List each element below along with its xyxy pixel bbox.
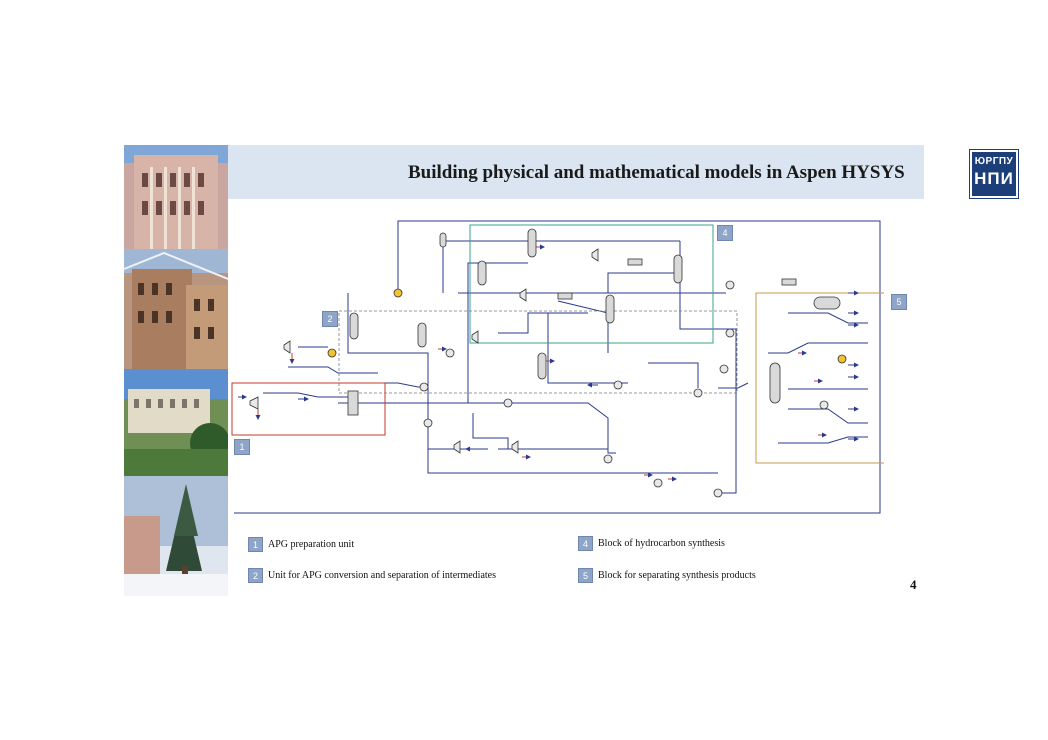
heater-11 — [445, 348, 455, 358]
heater-13 — [653, 478, 663, 488]
block-2-outline — [338, 310, 738, 394]
heater-2 — [503, 398, 513, 408]
block-marker-1: 1 — [234, 439, 250, 455]
photo-building-winter — [124, 249, 228, 369]
column-vessel-5 — [527, 228, 537, 258]
compressor-4 — [511, 440, 519, 454]
slide: Building physical and mathematical model… — [124, 145, 1019, 596]
column-vessel-6 — [605, 294, 615, 324]
column-vessel-7 — [673, 254, 683, 284]
column-vessel-2 — [417, 322, 427, 348]
block-1-outline — [231, 382, 386, 436]
heater-10 — [693, 388, 703, 398]
legend-item-1: 1 APG preparation unit — [248, 537, 354, 552]
compressor-5 — [453, 440, 461, 454]
legend-label: Block for separating synthesis products — [598, 570, 756, 581]
compressor-6 — [283, 340, 291, 354]
block-marker-5: 5 — [891, 294, 907, 310]
slide-title: Building physical and mathematical model… — [408, 162, 905, 183]
heat-exchanger-1 — [347, 390, 359, 416]
column-vessel-4 — [477, 260, 487, 286]
legend-label: Block of hydrocarbon synthesis — [598, 538, 725, 549]
photo-building-facade — [124, 145, 228, 249]
block-4-outline — [469, 224, 714, 344]
heater-5 — [713, 488, 723, 498]
page-number: 4 — [910, 577, 917, 592]
hysys-process-flowsheet: 1 2 4 5 — [228, 213, 907, 518]
legend-item-2: 2 Unit for APG conversion and separation… — [248, 568, 496, 583]
legend-number: 4 — [578, 536, 593, 551]
heater-3 — [423, 418, 433, 428]
column-vessel-3 — [439, 232, 447, 248]
compressor-3 — [591, 248, 599, 262]
legend-number: 2 — [248, 568, 263, 583]
university-logo: ЮРГПУ НПИ — [969, 149, 1019, 199]
distillation-column — [769, 362, 781, 404]
heater-6 — [819, 400, 829, 410]
logo-line-1: ЮРГПУ — [974, 156, 1014, 167]
legend-label: Unit for APG conversion and separation o… — [268, 570, 496, 581]
logo-line-2: НПИ — [974, 169, 1014, 188]
cooler-2 — [557, 292, 573, 300]
heater-9 — [725, 280, 735, 290]
legend-item-4: 4 Block of hydrocarbon synthesis — [578, 536, 725, 551]
compressor-7 — [471, 330, 479, 344]
mixer-2 — [327, 348, 337, 358]
compressor-1 — [249, 396, 259, 410]
heater-8 — [725, 328, 735, 338]
heater-7 — [719, 364, 729, 374]
legend-number: 5 — [578, 568, 593, 583]
mixer-1 — [393, 288, 403, 298]
cooler-3 — [781, 278, 797, 286]
legend-item-5: 5 Block for separating synthesis product… — [578, 568, 756, 583]
heater-12 — [613, 380, 623, 390]
heater-1 — [419, 382, 429, 392]
title-bar: Building physical and mathematical model… — [228, 145, 1019, 199]
separator-drum — [813, 296, 841, 310]
photo-campus-snow — [124, 476, 228, 596]
mixer-3 — [837, 354, 847, 364]
photo-building-park — [124, 369, 228, 476]
block-marker-4: 4 — [717, 225, 733, 241]
heater-4 — [603, 454, 613, 464]
cooler-1 — [627, 258, 643, 266]
column-vessel-1 — [349, 312, 359, 340]
legend-label: APG preparation unit — [268, 539, 355, 550]
compressor-2 — [519, 288, 527, 302]
block-marker-2: 2 — [322, 311, 338, 327]
column-vessel-8 — [537, 352, 547, 380]
legend-number: 1 — [248, 537, 263, 552]
